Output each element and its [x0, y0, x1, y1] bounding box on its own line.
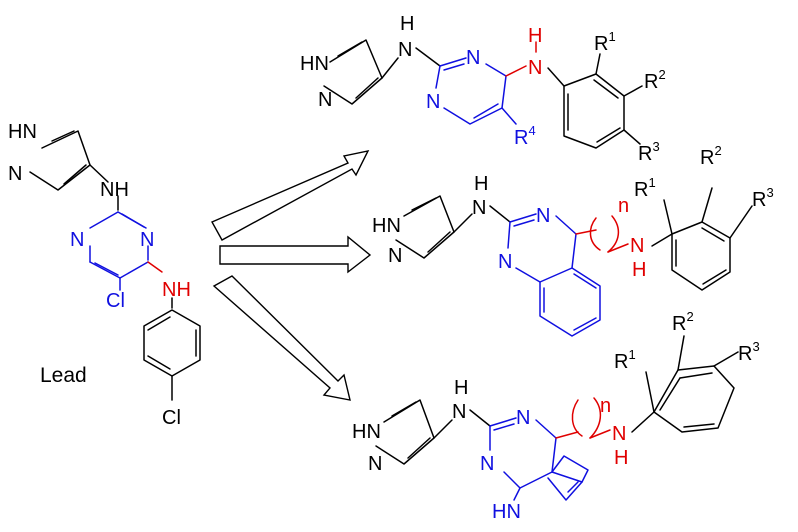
- p1-r3: R3: [638, 139, 660, 165]
- lead-pyrazole-n: N: [8, 163, 22, 185]
- p1-ring-n-left: N: [426, 91, 440, 113]
- p1-r2: R2: [644, 67, 666, 93]
- p3-r2: R2: [672, 309, 694, 335]
- p3-amine-h: H: [454, 377, 468, 399]
- p2-ring-n-top: N: [536, 205, 550, 227]
- p1-amine-n: N: [398, 39, 412, 61]
- p1-amine-h: H: [400, 13, 414, 35]
- product-3: HN N N H N N HN n N H R1 R2 R3: [352, 309, 760, 523]
- p1-r4: R4: [514, 123, 536, 149]
- p3-pyrazole-n: N: [368, 453, 382, 475]
- lead-caption: Lead: [40, 364, 87, 387]
- p1-pyrazole-nh: HN: [300, 53, 329, 75]
- p2-r2: R2: [700, 143, 722, 169]
- p3-linker-n: n: [600, 395, 611, 417]
- p3-amine-n: N: [452, 401, 466, 423]
- arrows: [211, 150, 372, 401]
- p1-pyrazole-n: N: [318, 89, 332, 111]
- p2-linker-n: n: [618, 195, 629, 217]
- p3-linker-nh-h: H: [614, 447, 628, 469]
- lead-pyrazole-nh: HN: [8, 121, 37, 143]
- p2-amine-n: N: [472, 197, 486, 219]
- lead-aryl-cl: Cl: [162, 407, 181, 429]
- lead-aniline-nh: NH: [162, 279, 191, 301]
- p1-aniline-n: N: [528, 57, 542, 79]
- arrow-upper: [211, 150, 370, 241]
- p3-r1: R1: [614, 347, 636, 373]
- p3-pyrrole-nh: HN: [492, 501, 521, 523]
- p2-linker-nh-h: H: [632, 259, 646, 281]
- p2-pyrazole-n: N: [388, 245, 402, 267]
- p3-r3: R3: [738, 339, 760, 365]
- product-2: HN N N H N N n N H R1 R2 R3: [372, 143, 774, 337]
- p2-pyrazole-nh: HN: [372, 215, 401, 237]
- lead-ring-cl: Cl: [106, 290, 125, 312]
- arrow-middle: [219, 235, 372, 274]
- p3-ring-n-left: N: [480, 453, 494, 475]
- p3-linker-nh-n: N: [612, 423, 626, 445]
- p1-aniline-h: H: [528, 25, 542, 47]
- p1-ring-n-top: N: [466, 47, 480, 69]
- lead-amine-nh: NH: [100, 179, 129, 201]
- arrow-lower: [212, 275, 351, 401]
- p2-r1: R1: [634, 175, 656, 201]
- p3-pyrazole-nh: HN: [352, 421, 381, 443]
- p3-ring-n-top: N: [516, 407, 530, 429]
- p2-r3: R3: [752, 185, 774, 211]
- lead-ring-n-right: N: [140, 229, 154, 251]
- p1-r1: R1: [594, 29, 616, 55]
- p2-linker-nh-n: N: [630, 235, 644, 257]
- product-1: HN N N H N N N H R1 R2 R3 R4: [300, 13, 666, 165]
- lead-ring-n-left: N: [70, 229, 84, 251]
- lead-compound: HN N NH N N NH Cl Cl Lead: [8, 121, 201, 429]
- p2-ring-n-left: N: [498, 251, 512, 273]
- p2-amine-h: H: [474, 173, 488, 195]
